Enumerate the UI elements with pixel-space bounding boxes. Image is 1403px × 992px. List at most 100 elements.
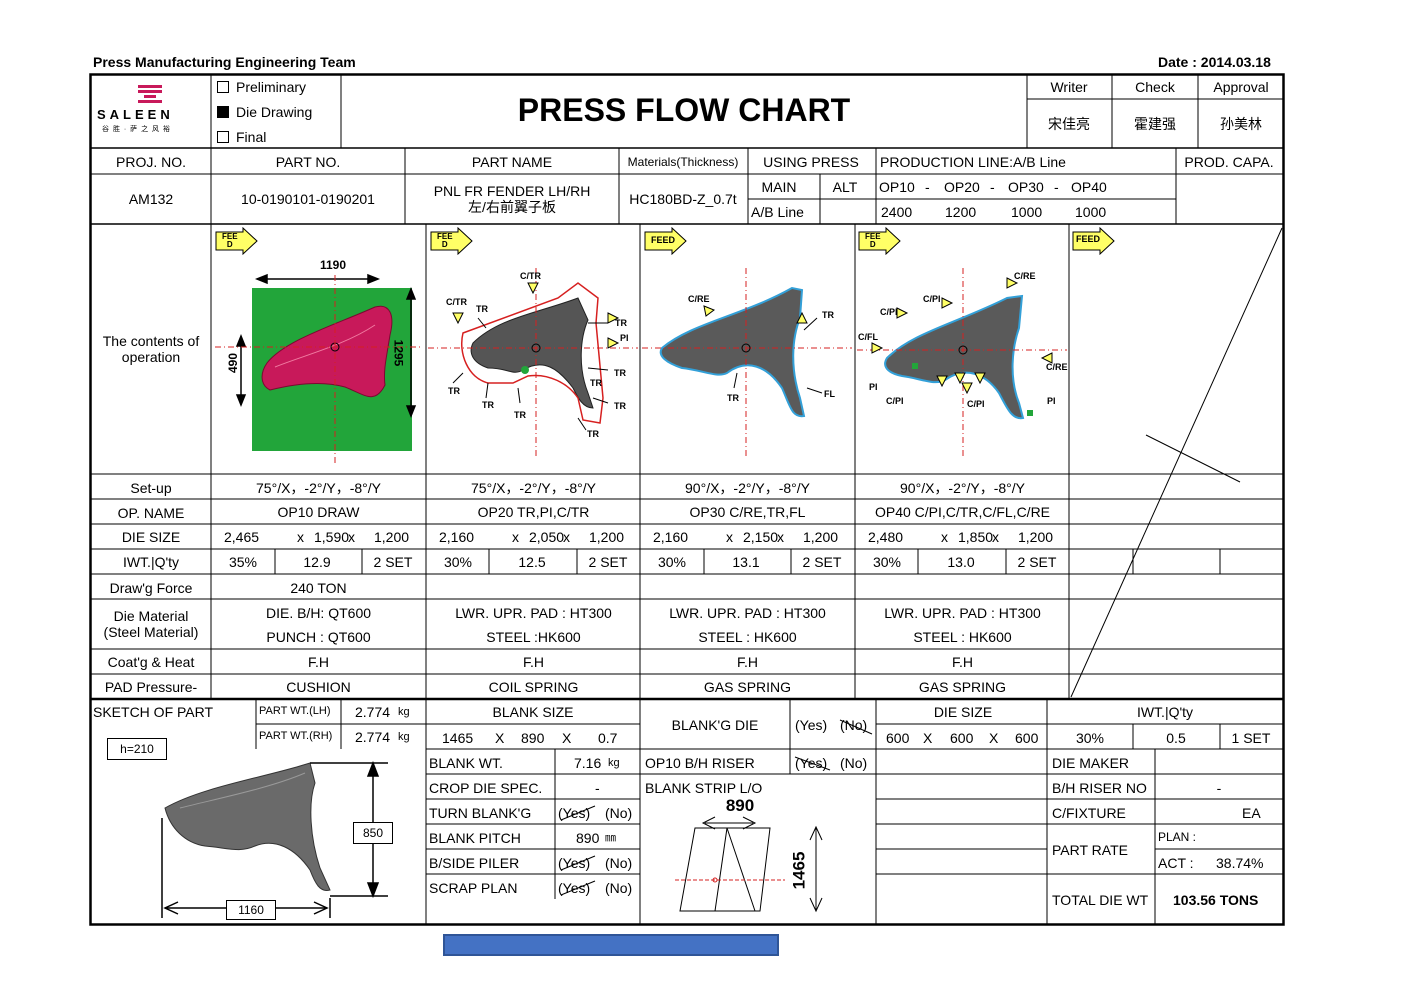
die-size-x: x <box>941 529 948 545</box>
crop-die-value: - <box>595 780 600 796</box>
main-press: MAIN <box>761 179 797 195</box>
blank-wt: 7.16 <box>574 755 602 771</box>
op40-pierce-image <box>857 268 1067 458</box>
die-size-1: 600 <box>886 730 910 746</box>
bh-riser-label: OP10 B/H RISER <box>645 755 755 771</box>
sketch-label: SKETCH OF PART <box>93 704 214 720</box>
checkbox-final[interactable] <box>217 131 229 143</box>
setup-value: 75°/X，-2°/Y，-8°/Y <box>256 480 381 496</box>
op10-draw-image <box>215 273 423 465</box>
die-size-x: x <box>726 529 733 545</box>
op30-label: FL <box>824 389 835 399</box>
pad-pressure-value: CUSHION <box>286 679 351 695</box>
date: Date : 2014.03.18 <box>1158 54 1271 70</box>
iwt-bottom: 30% <box>1075 730 1105 746</box>
op-name: OP30 C/RE,TR,FL <box>689 504 806 520</box>
approval-name: 孙美林 <box>1220 116 1262 132</box>
capa-3: 1000 <box>1011 204 1043 220</box>
strike-marks <box>794 719 873 771</box>
die-size-x: X <box>989 730 999 746</box>
feed-arrow-icon <box>215 227 258 255</box>
pad-pressure-label: PAD Pressure- <box>104 679 198 695</box>
checkbox-preliminary[interactable] <box>217 81 229 93</box>
strip-layout-image <box>675 816 823 913</box>
approval-label: Approval <box>1213 79 1269 95</box>
op20-label: TR <box>614 401 626 411</box>
plan-label: PLAN : <box>1158 830 1197 844</box>
logo-mark-icon <box>138 85 162 103</box>
total-die-wt-label: TOTAL DIE WT <box>1052 892 1149 908</box>
die-size-x: x <box>992 529 999 545</box>
die-size-3: 1,200 <box>589 529 625 545</box>
yes-option: (Yes) <box>558 805 591 821</box>
no-option: (No) <box>840 755 868 771</box>
qty-bottom: 0.5 <box>1166 730 1186 746</box>
op30-label: TR <box>727 393 739 403</box>
op20-label: TR <box>476 304 488 314</box>
kg-unit: kg <box>398 706 410 718</box>
yes-option: (Yes) <box>558 855 591 871</box>
part-no: 10-0190101-0190201 <box>241 191 375 207</box>
material: HC180BD-Z_0.7t <box>629 191 737 207</box>
no-option: (No) <box>605 855 633 871</box>
blanking-die-label: BLANK'G DIE <box>671 717 759 733</box>
op40-label: C/PI <box>880 307 898 317</box>
die-size-2: 600 <box>950 730 974 746</box>
blank-size-x: X <box>495 730 505 746</box>
proj-no-label: PROJ. NO. <box>115 154 187 170</box>
ab-line: A/B Line <box>751 204 804 220</box>
setup-value: 90°/X，-2°/Y，-8°/Y <box>685 480 810 496</box>
production-line-label: PRODUCTION LINE:A/B Line <box>880 154 1066 170</box>
set-value: 2 SET <box>588 554 628 570</box>
op20-label: TR <box>615 318 627 328</box>
dim-850: 850 <box>353 822 393 844</box>
setup-label: Set-up <box>130 480 172 496</box>
capa-2: 1200 <box>945 204 977 220</box>
no-option: (No) <box>605 805 633 821</box>
blank-size-2: 890 <box>521 730 545 746</box>
strip-width: 890 <box>725 796 755 815</box>
feed-label: FEE D <box>437 232 453 249</box>
op20-label: TR <box>587 429 599 439</box>
feed-arrow-icon <box>1072 227 1115 255</box>
part-rate-label: PART RATE <box>1052 842 1128 858</box>
using-press-label: USING PRESS <box>763 154 859 170</box>
op40-label: C/RE <box>1046 362 1068 372</box>
iwt-value: 30% <box>657 554 687 570</box>
op-name-label: OP. NAME <box>117 505 185 521</box>
op20-label: C/TR <box>520 271 541 281</box>
pad-pressure-value: COIL SPRING <box>488 679 579 695</box>
die-size-2: 1,590 <box>314 529 350 545</box>
feed-label: FEED <box>651 235 676 245</box>
part-name: PNL FR FENDER LH/RH <box>433 183 591 199</box>
die-material-label: Die Material <box>113 608 189 624</box>
die-material-1: LWR. UPR. PAD : HT300 <box>455 605 612 621</box>
act-label: ACT : <box>1158 855 1194 871</box>
prod-capa-label: PROD. CAPA. <box>1184 154 1274 170</box>
strike-marks <box>560 805 596 896</box>
capa-1: 2400 <box>881 204 913 220</box>
writer-label: Writer <box>1050 79 1088 95</box>
set-value: 2 SET <box>373 554 413 570</box>
qty-value: 12.9 <box>303 554 331 570</box>
checkbox-die-drawing[interactable] <box>217 106 229 118</box>
op40-label: C/PI <box>923 294 941 304</box>
feed-label: FEE D <box>222 232 238 249</box>
op30-label: C/RE <box>688 294 710 304</box>
logo-text: SALEEN <box>97 107 174 122</box>
die-size-3: 1,200 <box>803 529 839 545</box>
total-die-wt: 103.56 TONS <box>1173 892 1259 908</box>
op-sequence-4: OP40 <box>1071 179 1107 195</box>
op-sequence-3: OP30 <box>1008 179 1044 195</box>
blank-pitch: 890 <box>576 830 600 846</box>
iwt-value: 30% <box>872 554 902 570</box>
part-sketch-image <box>161 760 388 918</box>
op20-label: TR <box>448 386 460 396</box>
die-material-2: STEEL : HK600 <box>913 629 1012 645</box>
die-size-x: x <box>777 529 784 545</box>
op20-label: PI <box>620 333 629 343</box>
alt-press: ALT <box>832 179 858 195</box>
dim-width: 1190 <box>319 258 347 272</box>
setup-value: 75°/X，-2°/Y，-8°/Y <box>471 480 596 496</box>
